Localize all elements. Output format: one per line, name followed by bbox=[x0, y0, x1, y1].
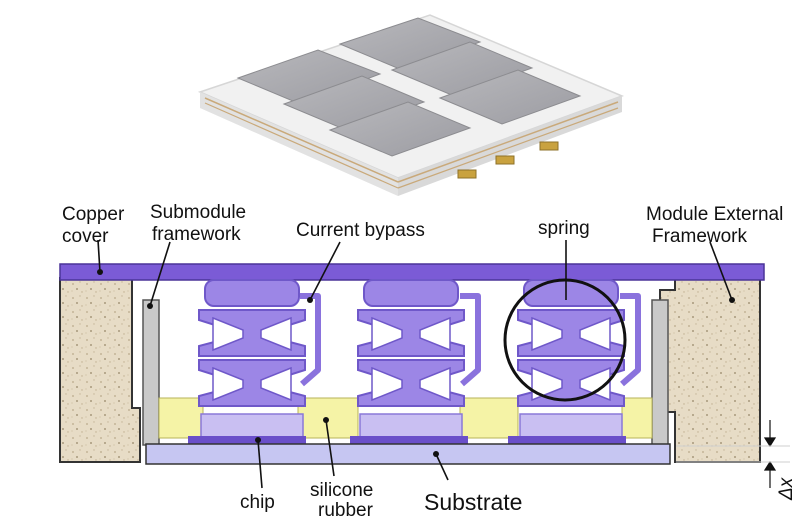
spring-2 bbox=[357, 279, 465, 459]
label-substrate: Substrate bbox=[424, 489, 522, 515]
substrate bbox=[145, 443, 671, 465]
current-bypass bbox=[300, 293, 641, 387]
silicone-rubber-blocks bbox=[158, 397, 653, 439]
label-spring: spring bbox=[538, 218, 590, 239]
spring-1 bbox=[198, 279, 306, 459]
chip-tiles bbox=[236, 17, 582, 157]
label-submodule-framework-line1: Submodule bbox=[150, 202, 246, 223]
label-silicone-rubber-line1: silicone bbox=[310, 480, 373, 501]
spring-highlight-circle bbox=[503, 278, 627, 402]
chips bbox=[188, 436, 626, 444]
label-submodule-framework-line2: framework bbox=[152, 224, 241, 245]
gate-pins bbox=[457, 141, 559, 179]
label-copper-cover-line2: cover bbox=[62, 226, 109, 247]
delta-x-dimension bbox=[676, 420, 790, 488]
label-delta-x: Δx bbox=[776, 476, 797, 501]
spring-3 bbox=[517, 279, 625, 459]
label-current-bypass: Current bypass bbox=[296, 220, 425, 241]
label-chip: chip bbox=[240, 492, 275, 513]
leader-lines bbox=[97, 239, 735, 489]
label-module-external-framework-line2: Framework bbox=[652, 226, 748, 247]
copper-cover bbox=[59, 263, 765, 281]
submodule-framework bbox=[142, 299, 669, 446]
module-external-framework bbox=[59, 277, 761, 463]
label-silicone-rubber-line2: rubber bbox=[318, 500, 374, 521]
label-copper-cover-line1: Copper bbox=[62, 204, 125, 225]
module-photo bbox=[197, 14, 625, 196]
label-module-external-framework-line1: Module External bbox=[646, 204, 783, 225]
